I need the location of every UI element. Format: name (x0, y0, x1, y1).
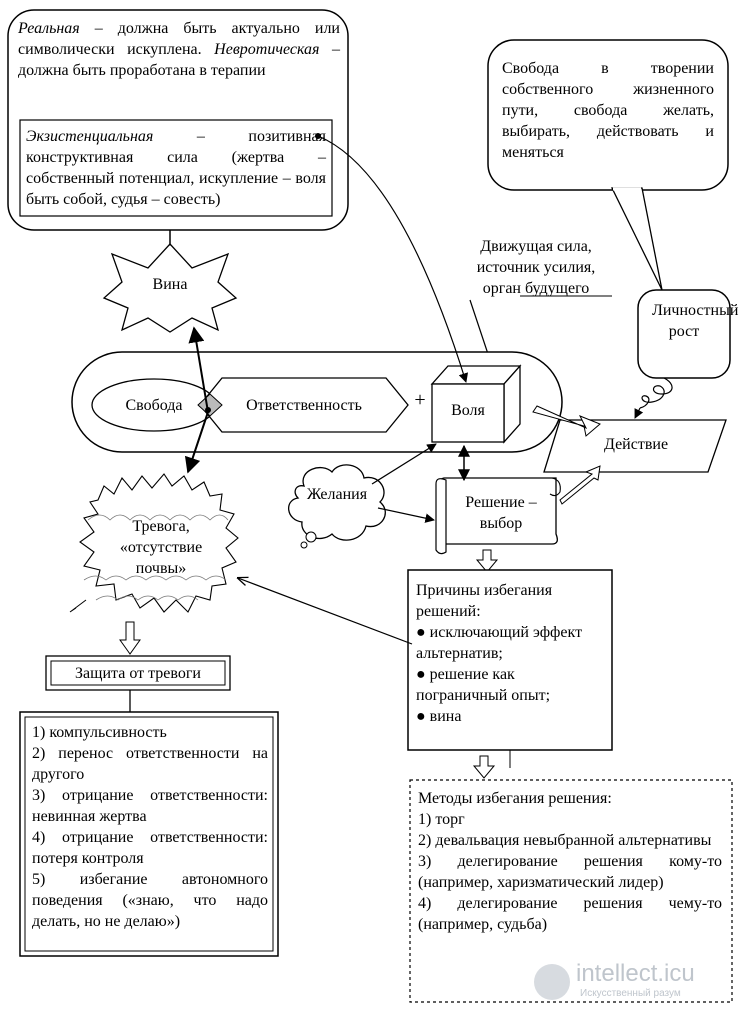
bullet-icon: ● (416, 708, 430, 725)
list-item: ● исключающий эффект альтернатив; (416, 624, 583, 662)
list-item: 1) компульсивность (32, 724, 167, 741)
existential-to-will-line (317, 135, 469, 383)
watermark-site: intellect.icu (576, 960, 695, 987)
wishes-label: Желания (306, 486, 368, 503)
freedom-label: Свобода (125, 397, 183, 414)
defense-title: Защита от тревоги (75, 665, 201, 682)
bullet-icon: ● (416, 624, 430, 641)
plus-sign: + (414, 389, 426, 411)
watermark: intellect.icu Искусственный разум (532, 958, 732, 1004)
anxiety-blob (79, 473, 239, 613)
real-guilt-text: Реальная – должна быть актуально или сим… (18, 20, 341, 79)
defense-title-box (45, 655, 231, 691)
neurotic-guilt-term: Невротическая (214, 41, 320, 58)
guilt-anxiety-line (188, 326, 209, 413)
avoid-methods: Методы избегания решения: 1) торг 2) дев… (418, 788, 722, 935)
avoid-reasons-title: Причины избегания решений: (416, 582, 553, 620)
freedom-callout-text: Свобода в творении собственного жизненно… (502, 60, 714, 161)
defense-list: 1) компульсивность 2) перенос ответствен… (32, 722, 268, 932)
watermark-logo-icon (534, 964, 570, 1000)
list-item: 5) избегание автономного поведения («зна… (32, 871, 268, 930)
decision-label: Решение – выбор (465, 494, 537, 532)
list-item: 3) отрицание ответственности: невинная ж… (32, 787, 268, 825)
guilt-label: Вина (152, 276, 188, 293)
list-item: ● решение как пограничный опыт; (416, 666, 551, 704)
existential-guilt-term: Экзистенциальная (26, 128, 154, 145)
list-item: 1) торг (418, 811, 465, 828)
personal-growth-box (637, 289, 731, 379)
growth-curl (639, 377, 673, 409)
anxiety-defense-arrow (119, 621, 141, 655)
growth-label: Личностный рост (652, 302, 739, 340)
watermark-tagline: Искусственный разум (580, 988, 681, 999)
avoid-reasons-box (407, 569, 613, 751)
defense-list-box (19, 711, 279, 957)
list-item: 4) отрицание ответственности: потеря кон… (32, 829, 268, 867)
avoid-methods-title: Методы избегания решения: (418, 790, 612, 807)
list-item: 2) девальвация невыбранной альтернативы (418, 832, 712, 849)
wishes-cloud (288, 464, 386, 541)
list-item: ● вина (416, 708, 462, 725)
avoid-reasons: Причины избегания решений: ● исключающий… (416, 580, 606, 727)
responsibility-label: Ответственность (246, 397, 362, 414)
list-item: 4) делегирование решения чему-то (наприм… (418, 895, 722, 933)
will-label: Воля (451, 402, 485, 419)
list-item: 2) перенос ответственности на другого (32, 745, 268, 783)
list-item: 3) делегирование решения кому-то (наприм… (418, 853, 722, 891)
freedom-callout-bubble (487, 39, 729, 191)
will-cube-front (431, 383, 505, 443)
anxiety-label: Тревога, «отсутствие почвы» (119, 518, 203, 577)
existential-guilt-box (19, 119, 333, 217)
avoid-methods-box (409, 779, 733, 1003)
responsibility-hexagon (199, 377, 409, 433)
will-note-text: Движущая сила, источник усилия, орган бу… (476, 238, 596, 297)
action-label: Действие (603, 436, 669, 453)
existential-guilt-text: Экзистенциальная – позитивная конструкти… (26, 128, 326, 208)
guilt-star-shape (102, 243, 238, 333)
real-guilt-term: Реальная (18, 20, 80, 37)
bullet-icon: ● (416, 666, 430, 683)
will-action-arrow (532, 405, 601, 437)
